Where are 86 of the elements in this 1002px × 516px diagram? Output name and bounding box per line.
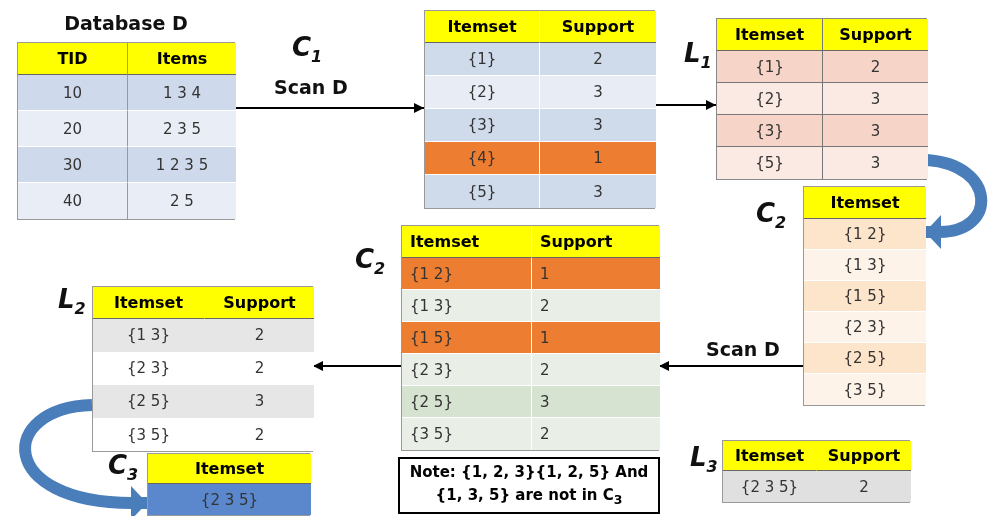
table-cell: 3 xyxy=(823,115,928,147)
column-header: Itemset xyxy=(402,226,532,258)
column-header: Itemset xyxy=(425,11,540,43)
table-cell: {3} xyxy=(425,109,540,142)
table-cell: {2} xyxy=(717,83,823,115)
curved-arrow xyxy=(925,154,988,249)
table-cell: {1 3} xyxy=(402,290,532,322)
table-cell: 3 xyxy=(823,147,928,179)
table-cell: {1 3} xyxy=(804,250,926,281)
table-cell: {2 5} xyxy=(402,386,532,418)
table-cell: 1 3 4 xyxy=(128,75,236,111)
table-cell: 1 xyxy=(532,322,660,354)
column-header: Support xyxy=(823,19,928,51)
table-cell: {2 3} xyxy=(804,312,926,343)
table-cell: 2 xyxy=(540,43,656,76)
data-table xyxy=(722,440,910,503)
table-title: Database D xyxy=(63,11,189,36)
table-cell: {5} xyxy=(425,175,540,208)
table-cell: 3 xyxy=(532,386,660,418)
data-table xyxy=(92,286,313,452)
column-header: Itemset xyxy=(723,441,817,471)
table-cell: {2 5} xyxy=(93,385,205,418)
table-cell: 2 xyxy=(532,354,660,386)
data-table xyxy=(147,453,310,516)
table-cell: {1} xyxy=(425,43,540,76)
column-header: Itemset xyxy=(804,187,926,219)
table-cell: {1 5} xyxy=(402,322,532,354)
table-cell: {1 5} xyxy=(804,281,926,312)
table-cell: {2} xyxy=(425,76,540,109)
table-cell: 2 xyxy=(532,418,660,450)
set-label: L$_{3}$ xyxy=(690,442,718,477)
table-cell: {1 3} xyxy=(93,319,205,352)
table-cell: {2 3} xyxy=(402,354,532,386)
arrow xyxy=(654,100,717,110)
table-cell: {3} xyxy=(717,115,823,147)
table-cell: 1 xyxy=(532,258,660,290)
table-cell: {2 3 5} xyxy=(148,484,311,515)
table-cell: 3 xyxy=(540,76,656,109)
table-cell: {1 2} xyxy=(402,258,532,290)
column-header: Itemset xyxy=(717,19,823,51)
curved-arrow xyxy=(19,399,147,516)
table-cell: 10 xyxy=(18,75,128,111)
set-label: C$_{2}$ xyxy=(756,198,787,233)
table-cell: {5} xyxy=(717,147,823,179)
table-cell: 2 xyxy=(532,290,660,322)
table-cell: {2 5} xyxy=(804,343,926,374)
table-cell: 30 xyxy=(18,147,128,183)
table-cell: 3 xyxy=(540,175,656,208)
table-cell: 1 2 3 5 xyxy=(128,147,236,183)
table-cell: {4} xyxy=(425,142,540,175)
data-table xyxy=(401,225,659,451)
column-header: Support xyxy=(205,287,314,319)
table-cell: 2 xyxy=(817,471,911,502)
table-cell: 3 xyxy=(205,385,314,418)
set-label: L$_{1}$ xyxy=(684,38,712,73)
table-cell: {1 2} xyxy=(804,219,926,250)
column-header: Support xyxy=(817,441,911,471)
table-cell: {1} xyxy=(717,51,823,83)
table-cell: 2 xyxy=(205,319,314,352)
column-header: Itemset xyxy=(148,454,311,484)
table-cell: 2 xyxy=(823,51,928,83)
table-cell: {3 5} xyxy=(402,418,532,450)
column-header: Itemset xyxy=(93,287,205,319)
table-cell: 3 xyxy=(540,109,656,142)
set-label: C$_{3}$ xyxy=(108,450,139,485)
note-box: Note: {1, 2, 3}{1, 2, 5} And {1, 3, 5} are not in C$_{3}$ xyxy=(398,457,660,514)
set-label: L$_{2}$ xyxy=(58,284,86,319)
column-header: Items xyxy=(128,43,236,75)
data-table xyxy=(716,18,927,180)
arrow xyxy=(658,361,804,371)
column-header: Support xyxy=(532,226,660,258)
table-cell: 3 xyxy=(823,83,928,115)
arrow xyxy=(234,103,425,113)
column-header: Support xyxy=(540,11,656,43)
table-cell: 40 xyxy=(18,183,128,219)
set-label: C$_{1}$ xyxy=(292,32,323,67)
table-cell: 2 3 5 xyxy=(128,111,236,147)
table-cell: {3 5} xyxy=(804,374,926,405)
table-cell: {2 3 5} xyxy=(723,471,817,502)
column-header: TID xyxy=(18,43,128,75)
set-label: C$_{2}$ xyxy=(355,244,386,279)
table-cell: 2 5 xyxy=(128,183,236,219)
table-cell: 20 xyxy=(18,111,128,147)
table-cell: 1 xyxy=(540,142,656,175)
data-table xyxy=(803,186,925,406)
data-table xyxy=(424,10,655,209)
